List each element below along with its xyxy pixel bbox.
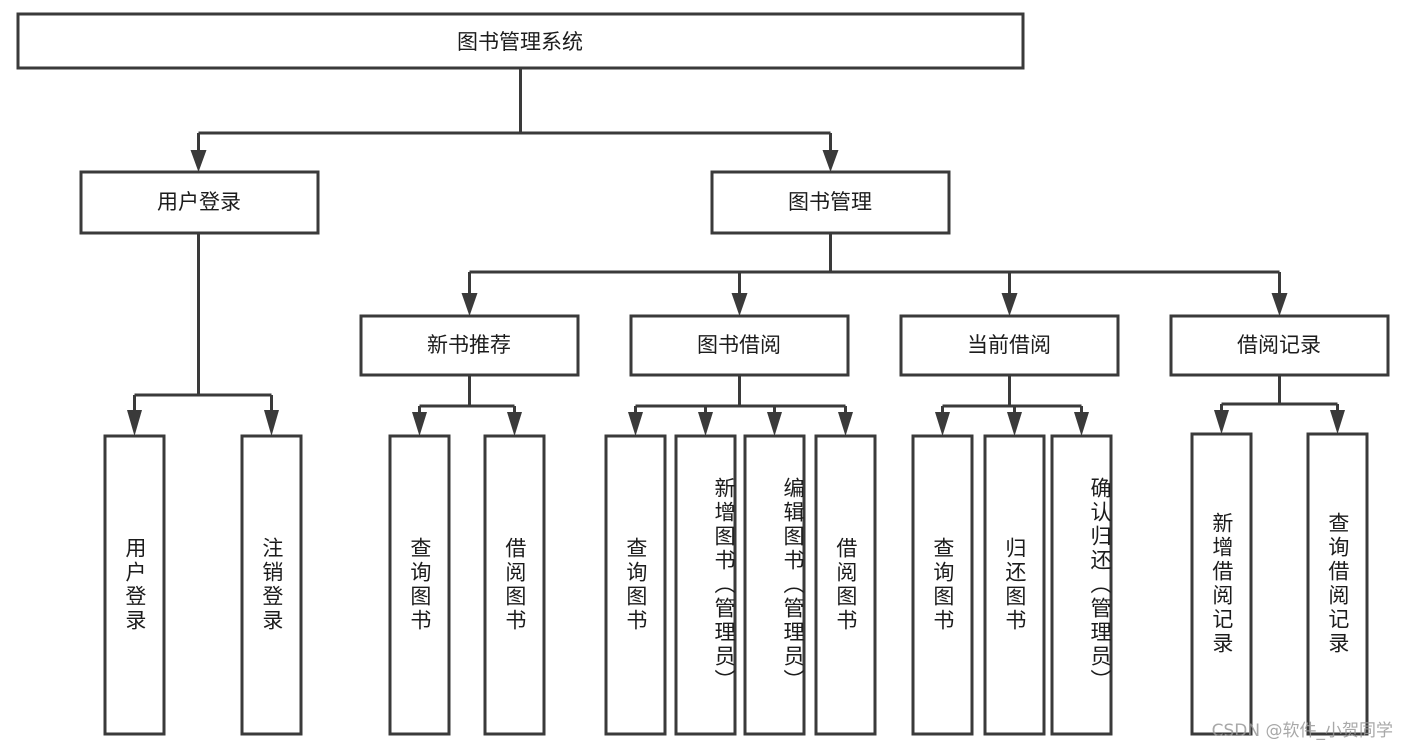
connector-group-new-book-to-leaves (412, 375, 522, 436)
node-root[interactable]: 图书管理系统 (16, 12, 1025, 70)
node-book-management-box[interactable] (710, 170, 951, 235)
connector-group-book-borrow-to-leaves (628, 375, 853, 436)
node-user-login-label: 用户登录 (157, 190, 241, 214)
node-book-borrow-label: 图书借阅 (697, 333, 781, 357)
connector-group-borrow-record-to-leaves (1214, 375, 1345, 434)
node-current-borrow-label: 当前借阅 (967, 333, 1051, 357)
node-book-management-label: 图书管理 (788, 190, 872, 214)
arrow-head-user-login (190, 150, 207, 172)
connector-group-root-to-level2 (190, 68, 839, 172)
arrow-head-new-book-recommend (461, 293, 478, 316)
arrow-head-leaf-borrow-book-1 (507, 412, 522, 436)
arrow-head-leaf-logout-login (264, 410, 279, 436)
connector-group-user-login-to-leaves (127, 233, 279, 436)
leaf-query-record-box[interactable] (1306, 432, 1369, 736)
node-book-management[interactable]: 图书管理 (710, 170, 951, 235)
node-new-book-recommend-box[interactable] (359, 314, 580, 377)
arrow-head-leaf-query-record (1330, 410, 1345, 434)
arrow-head-leaf-confirm-return (1074, 412, 1089, 436)
leaf-return-book-box[interactable] (983, 434, 1046, 736)
leaf-logout-login-box[interactable] (240, 434, 303, 736)
leaf-borrow-book-2-box[interactable] (814, 434, 877, 736)
arrow-head-book-management (822, 150, 839, 172)
node-user-login-box[interactable] (79, 170, 320, 235)
leaf-edit-book-box[interactable] (743, 434, 806, 736)
node-user-login[interactable]: 用户登录 (79, 170, 320, 235)
node-borrow-record[interactable]: 借阅记录 (1169, 314, 1390, 377)
arrow-head-leaf-return-book (1007, 412, 1022, 436)
leaf-query-book-3-box[interactable] (911, 434, 974, 736)
arrow-head-leaf-user-login (127, 410, 142, 436)
arrow-head-borrow-record (1271, 293, 1288, 316)
arrow-head-leaf-edit-book (767, 412, 782, 436)
node-root-label: 图书管理系统 (457, 30, 583, 54)
node-book-borrow[interactable]: 图书借阅 (629, 314, 850, 377)
arrow-head-leaf-query-book-3 (935, 412, 950, 436)
arrow-head-book-borrow (731, 293, 748, 316)
node-borrow-record-box[interactable] (1169, 314, 1390, 377)
arrow-head-leaf-query-book-2 (628, 412, 643, 436)
leaf-confirm-return-box[interactable] (1050, 434, 1113, 736)
leaf-add-record-box[interactable] (1190, 432, 1253, 736)
arrow-head-leaf-add-record (1214, 410, 1229, 434)
leaf-query-book-2-box[interactable] (604, 434, 667, 736)
arrow-head-leaf-borrow-book-2 (838, 412, 853, 436)
connector-group-book-management-to-level3 (461, 233, 1288, 316)
leaf-query-book-1-box[interactable] (388, 434, 451, 736)
arrow-head-current-borrow (1001, 293, 1018, 316)
node-current-borrow[interactable]: 当前借阅 (899, 314, 1120, 377)
node-book-borrow-box[interactable] (629, 314, 850, 377)
arrow-head-leaf-add-book (698, 412, 713, 436)
node-new-book-recommend-label: 新书推荐 (427, 333, 511, 357)
node-new-book-recommend[interactable]: 新书推荐 (359, 314, 580, 377)
node-borrow-record-label: 借阅记录 (1237, 333, 1321, 357)
leaf-borrow-book-1-box[interactable] (483, 434, 546, 736)
node-root-box[interactable] (16, 12, 1025, 70)
csdn-watermark: CSDN @软件_小贺同学 (1211, 721, 1393, 741)
arrow-head-leaf-query-book-1 (412, 412, 427, 436)
leaf-boxes-group (103, 432, 1369, 736)
node-current-borrow-box[interactable] (899, 314, 1120, 377)
leaf-user-login-box[interactable] (103, 434, 166, 736)
leaf-add-book-box[interactable] (674, 434, 737, 736)
connector-group-current-borrow-to-leaves (935, 375, 1089, 436)
